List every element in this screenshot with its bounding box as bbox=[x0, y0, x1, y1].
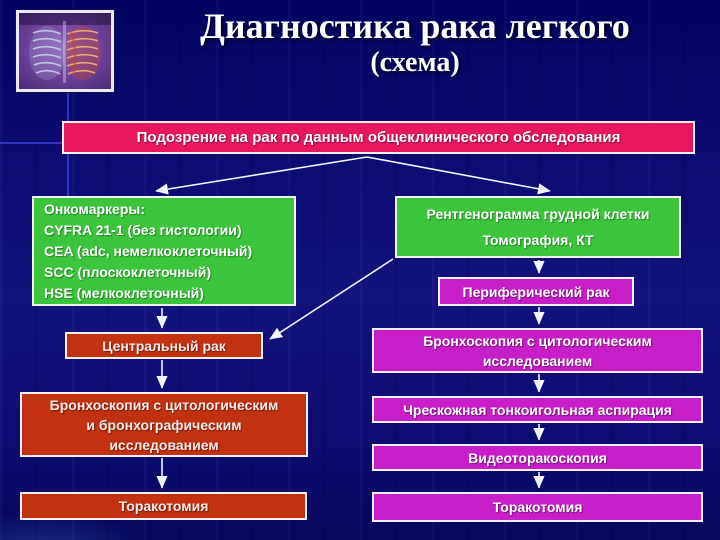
decor-horizontal-line bbox=[0, 142, 64, 144]
lung-xray-drawing bbox=[19, 13, 111, 89]
videothoracoscopy-box: Видеоторакоскопия bbox=[372, 444, 703, 471]
arrow-suspicion-to-xray bbox=[366, 156, 551, 195]
suspicion-box: Подозрение на рак по данным общеклиничес… bbox=[62, 121, 695, 154]
thoracotomy-right-box: Торакотомия bbox=[372, 492, 703, 522]
title-line-1: Диагностика рака легкого bbox=[200, 6, 630, 46]
central-cancer-box: Центральный рак bbox=[65, 332, 263, 359]
xray-tomography-box: Рентгенограмма грудной клетки Томография… bbox=[395, 196, 681, 258]
arrow-suspicion-to-oncomarkers bbox=[155, 156, 368, 195]
bronchoscopy-cytology-box: Бронхоскопия с цитологическим исследован… bbox=[372, 328, 703, 373]
needle-aspiration-box: Чрескожная тонкоигольная аспирация bbox=[372, 396, 703, 423]
lung-xray-icon bbox=[15, 9, 115, 93]
peripheral-cancer-box: Периферический рак bbox=[438, 277, 634, 306]
oncomarkers-box: Онкомаркеры: CYFRA 21-1 (без гистологии)… bbox=[32, 196, 296, 306]
title-line-2: (схема) bbox=[370, 47, 460, 79]
slide-title: Диагностика рака легкого (схема) bbox=[110, 6, 720, 79]
bronchoscopy-bronchography-box: Бронхоскопия с цитологическим и бронхогр… bbox=[20, 392, 308, 457]
thoracotomy-left-box: Торакотомия bbox=[20, 492, 307, 520]
